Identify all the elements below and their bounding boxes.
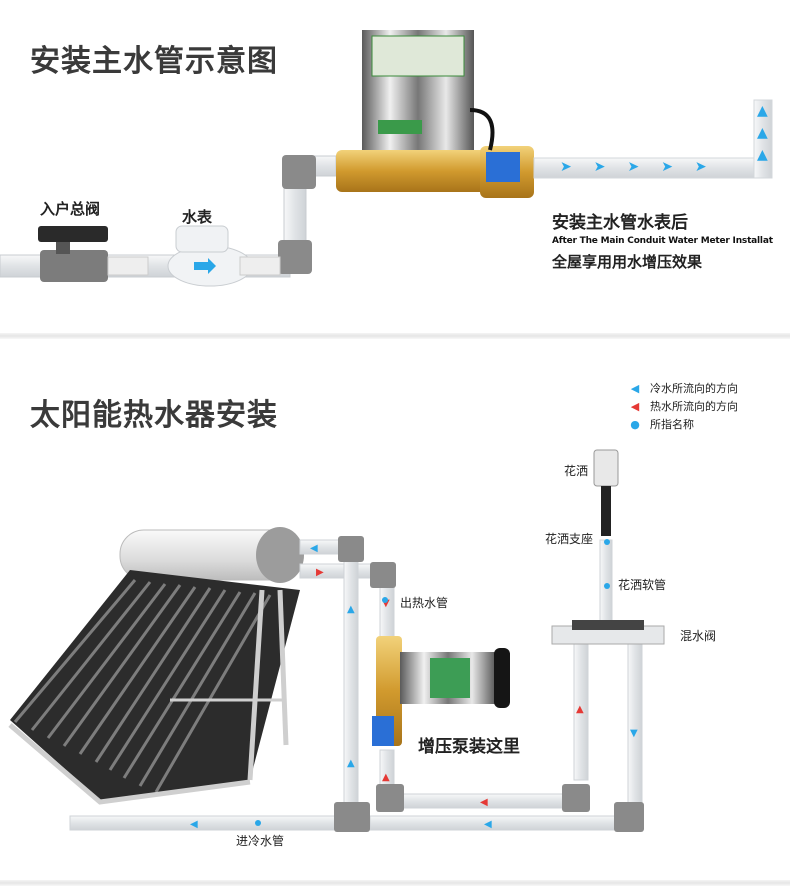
cold-in-label: 进冷水管 [236, 834, 285, 848]
pump-here-label: 增压泵装这里 [418, 737, 520, 757]
svg-text:▲: ▲ [382, 772, 390, 783]
svg-text:▲: ▲ [347, 604, 355, 615]
shower-mount-label: 花洒支座 [545, 532, 594, 546]
svg-text:◀: ◀ [480, 797, 488, 808]
meter-label: 水表 [182, 208, 213, 226]
flow-path-top [533, 99, 773, 179]
svg-text:▲: ▲ [576, 704, 584, 715]
legend-text: 冷水所流向的方向 [650, 382, 738, 395]
hot-out-label: 出热水管 [400, 596, 449, 610]
shower-hose-label: 花洒软管 [618, 578, 667, 592]
svg-text:◀: ◀ [310, 543, 318, 554]
svg-text:▼: ▼ [630, 728, 638, 739]
pipe-elbow [278, 240, 312, 274]
cold-flow-arrows-up: ▲▲▲ [757, 103, 768, 163]
flow-markers: ◀ ▶ ▲ ▲ ▼ ▲ ◀ ▲ ▼ ◀ ◀ [190, 543, 638, 830]
legend-item-cold: ◀ 冷水所流向的方向 [626, 380, 738, 396]
booster-pump-bottom [372, 636, 510, 746]
pipe-elbow [282, 155, 316, 189]
water-meter [107, 225, 281, 287]
section2-title: 太阳能热水器安装 [30, 398, 278, 433]
label-dots [255, 539, 610, 826]
cold-flow-arrows-top: ➤➤➤➤➤ [560, 159, 729, 175]
svg-text:▼: ▼ [382, 598, 390, 609]
section-divider [0, 333, 790, 339]
section-divider [0, 880, 790, 886]
svg-text:▶: ▶ [316, 567, 324, 578]
red-arrow-icon: ◀ [630, 399, 640, 413]
caption-cn: 安装主水管水表后 [552, 213, 688, 233]
blue-arrow-icon: ◀ [630, 381, 640, 395]
solar-water-heater [8, 527, 304, 805]
blue-dot-icon: ● [630, 417, 640, 431]
caption-en: After The Main Conduit Water Meter Insta… [552, 236, 773, 246]
shower-label: 花洒 [564, 464, 589, 478]
valve-label: 入户总阀 [40, 200, 101, 218]
mixing-valve-label: 混水阀 [680, 629, 717, 643]
legend-item-hot: ◀ 热水所流向的方向 [626, 398, 738, 414]
svg-text:▲: ▲ [347, 758, 355, 769]
caption-effect: 全屋享用用水增压效果 [552, 253, 703, 271]
svg-text:◀: ◀ [484, 819, 492, 830]
main-valve [38, 226, 108, 282]
legend-text: 热水所流向的方向 [650, 400, 738, 413]
pipe-elbow [334, 536, 644, 832]
legend-item-dot: ● 所指名称 [626, 416, 738, 432]
mixing-valve [551, 620, 665, 645]
legend-text: 所指名称 [650, 418, 694, 431]
section1-title: 安装主水管示意图 [30, 44, 278, 79]
shower-head [593, 449, 619, 536]
legend: ◀ 冷水所流向的方向 ◀ 热水所流向的方向 ● 所指名称 [626, 380, 738, 432]
booster-pump-top [336, 30, 534, 198]
svg-text:◀: ◀ [190, 819, 198, 830]
